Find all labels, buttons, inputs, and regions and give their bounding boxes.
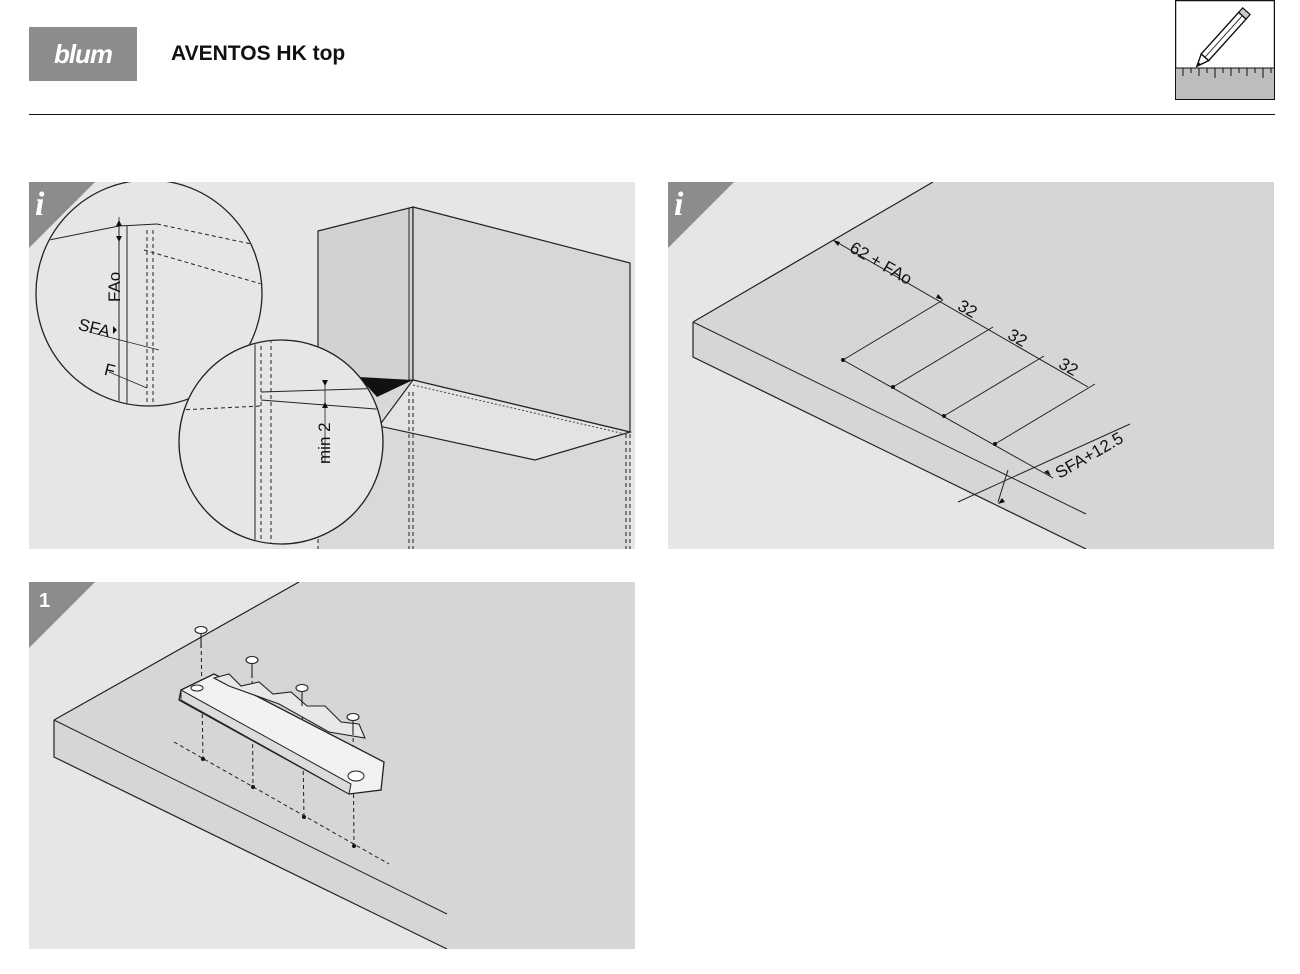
info-panel-right: i 62 + FAo 32 32 32 SFA+12.5 <box>668 182 1274 549</box>
header-divider <box>29 114 1275 115</box>
pencil-ruler-icon <box>1174 0 1276 101</box>
min-label: min 2 <box>315 422 334 464</box>
brand-name: blum <box>53 38 113 69</box>
page-title: AVENTOS HK top <box>171 42 346 65</box>
fao-label: FAo <box>105 271 124 302</box>
step-1-panel: 1 <box>29 582 635 949</box>
blum-logo: blum <box>29 27 137 81</box>
info-panel-left: i FAo SFA F min 2 <box>29 182 635 549</box>
info-corner-label: i <box>35 186 45 223</box>
step-number: 1 <box>39 590 51 612</box>
info-corner-label: i <box>674 186 684 223</box>
